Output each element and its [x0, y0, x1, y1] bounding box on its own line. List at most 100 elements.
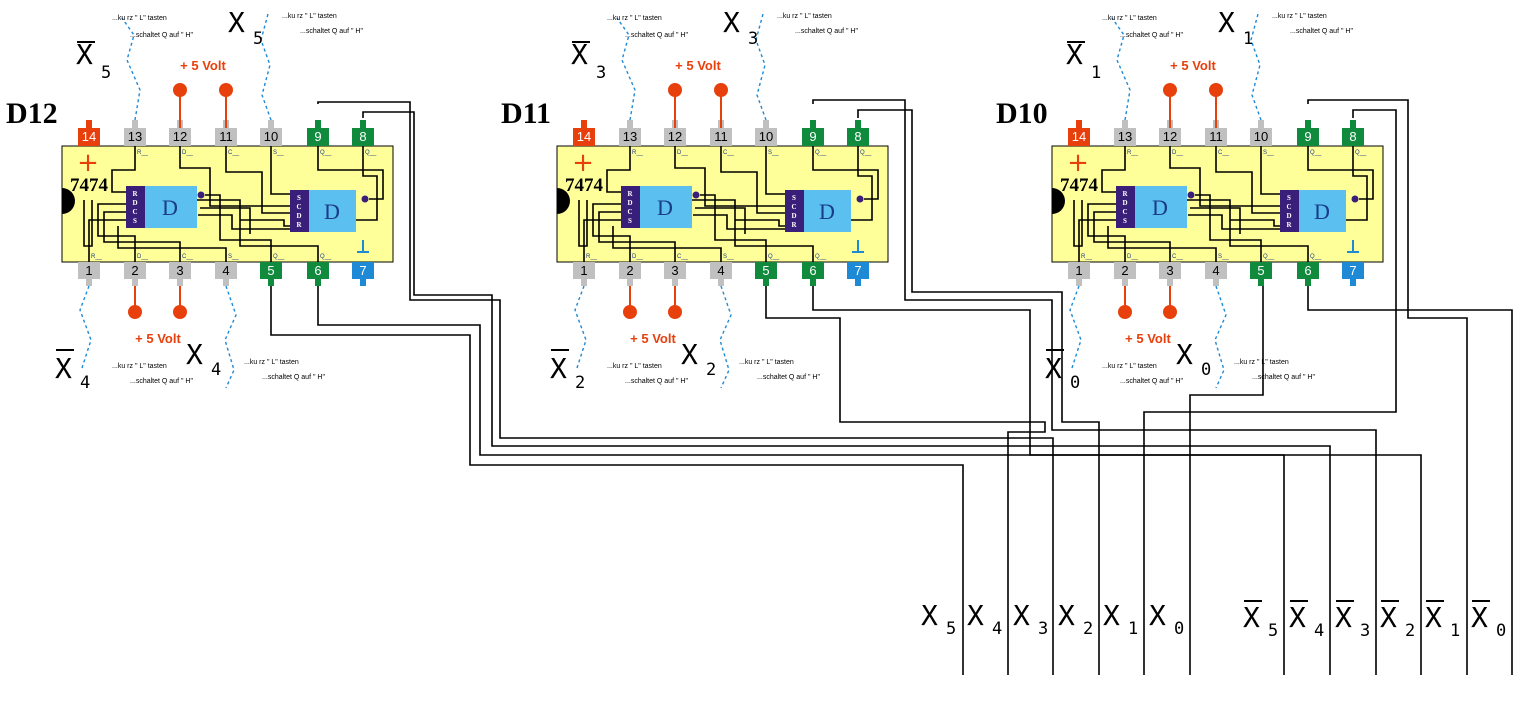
- hint-annotation: ...ku rz " L" tasten: [739, 359, 794, 366]
- hint-wire: [224, 285, 237, 389]
- pin-5: [260, 262, 282, 279]
- ff-input-letter: S: [297, 194, 301, 202]
- pin-14: [78, 128, 100, 146]
- hint-annotation: ...schaltet Q auf " H": [625, 378, 688, 385]
- pin-function-label: Q__: [815, 150, 827, 156]
- internal-wire: [851, 146, 873, 221]
- pin-function-label: Q__: [1310, 150, 1322, 156]
- hint-wire: [79, 285, 92, 369]
- flipflop-1-inputs: [1116, 186, 1135, 228]
- pin-lead-top: [581, 120, 587, 130]
- internal-wire: [179, 146, 290, 207]
- hint-wire: [1069, 285, 1082, 369]
- chip-type: 7474: [1060, 175, 1099, 196]
- output-wire: [765, 286, 1046, 675]
- pin-function-label: S__: [768, 150, 779, 156]
- pin-number: 1: [1075, 263, 1082, 278]
- pin-13: [1114, 128, 1136, 146]
- pin-number: 7: [1349, 263, 1356, 278]
- vcc-label-bottom: + 5 Volt: [1125, 331, 1171, 346]
- pin-function-label: R__: [586, 254, 598, 260]
- ff-input-letter: C: [1286, 203, 1291, 211]
- internal-wire: [612, 226, 722, 262]
- pin-lead-bottom: [855, 278, 861, 286]
- pin-6: [307, 262, 329, 279]
- bus-label-q: X: [967, 599, 984, 632]
- internal-wire: [1195, 194, 1262, 262]
- internal-wire: [1260, 146, 1280, 195]
- hint-annotation: ...ku rz " L" tasten: [244, 359, 299, 366]
- vcc-label-bottom: + 5 Volt: [135, 331, 181, 346]
- internal-wire: [1087, 203, 1126, 262]
- vcc-terminal: [219, 83, 233, 97]
- hint-annotation: ...schaltet Q auf " H": [1120, 32, 1183, 39]
- bus-label-qbar: X: [1289, 601, 1306, 634]
- internal-wire: [205, 194, 272, 262]
- signal-sub: 2: [706, 360, 716, 380]
- vcc-terminal: [714, 83, 728, 97]
- internal-wire: [83, 200, 93, 247]
- internal-wire: [1215, 146, 1280, 214]
- ff-input-letter: S: [1123, 217, 1127, 225]
- chip-notch: [62, 188, 75, 214]
- internal-wire: [1188, 214, 1280, 230]
- pin-lead-top: [1305, 120, 1311, 130]
- inverted-output-dot: [1351, 195, 1359, 203]
- flipflop-2-inputs: [785, 190, 804, 232]
- hint-annotation: ...schaltet Q auf " H": [1252, 374, 1315, 381]
- internal-wire: [240, 219, 290, 227]
- pin-number: 5: [1257, 263, 1264, 278]
- pin-lead-bottom: [132, 278, 138, 286]
- pin-function-label: Q__: [1310, 254, 1322, 260]
- internal-wire: [88, 219, 126, 262]
- bus-label-qbar: X: [1471, 601, 1488, 634]
- pin-5: [755, 262, 777, 279]
- bus-label-sub: 2: [1083, 619, 1093, 639]
- pin-14: [573, 128, 595, 146]
- pin-number: 11: [1209, 129, 1223, 144]
- hint-annotation: ...schaltet Q auf " H": [130, 32, 193, 39]
- internal-wire: [606, 146, 631, 193]
- pin-function-label: C__: [677, 254, 689, 260]
- bus-label-sub: 4: [992, 619, 1002, 639]
- internal-wire: [117, 226, 227, 262]
- hint-annotation: ...ku rz " L" tasten: [112, 15, 167, 22]
- pin-10: [260, 128, 282, 146]
- pin-10: [1250, 128, 1272, 146]
- output-wire: [1143, 109, 1397, 675]
- ff-input-letter: R: [791, 221, 797, 229]
- internal-wire: [695, 207, 746, 234]
- pin-number: 11: [219, 129, 233, 144]
- signal-sub: 0: [1070, 373, 1080, 393]
- pin-lead-bottom: [1258, 278, 1264, 286]
- pin-function-label: D__: [1172, 150, 1184, 156]
- vcc-terminal: [1118, 305, 1132, 319]
- pin-number: 12: [668, 129, 682, 144]
- hint-wire: [1214, 285, 1227, 389]
- hint-annotation: ...schaltet Q auf " H": [130, 378, 193, 385]
- pin-function-label: Q__: [1263, 254, 1275, 260]
- pin-12: [1159, 128, 1181, 146]
- pin-function-label: C__: [182, 254, 194, 260]
- ff-input-letter: D: [1286, 212, 1291, 220]
- pin-lead-bottom: [177, 278, 183, 286]
- pin-function-label: R__: [91, 254, 103, 260]
- vcc-label-top: + 5 Volt: [180, 58, 226, 73]
- output-wire: [1189, 286, 1264, 675]
- pin-4: [215, 262, 237, 279]
- ff-input-letter: C: [627, 208, 632, 216]
- ff-input-letter: C: [791, 203, 796, 211]
- chip-notch: [557, 188, 570, 214]
- internal-wire: [1190, 207, 1241, 234]
- pin-number: 12: [173, 129, 187, 144]
- pin-number: 13: [1118, 129, 1132, 144]
- bus-label-q: X: [1149, 599, 1166, 632]
- internal-wire: [583, 219, 621, 262]
- pin-number: 11: [714, 129, 728, 144]
- pin-lead-top: [1258, 120, 1264, 130]
- pin-lead-bottom: [1167, 278, 1173, 286]
- pin-lead-bottom: [627, 278, 633, 286]
- pin-number: 1: [580, 263, 587, 278]
- ff-input-letter: C: [1122, 208, 1127, 216]
